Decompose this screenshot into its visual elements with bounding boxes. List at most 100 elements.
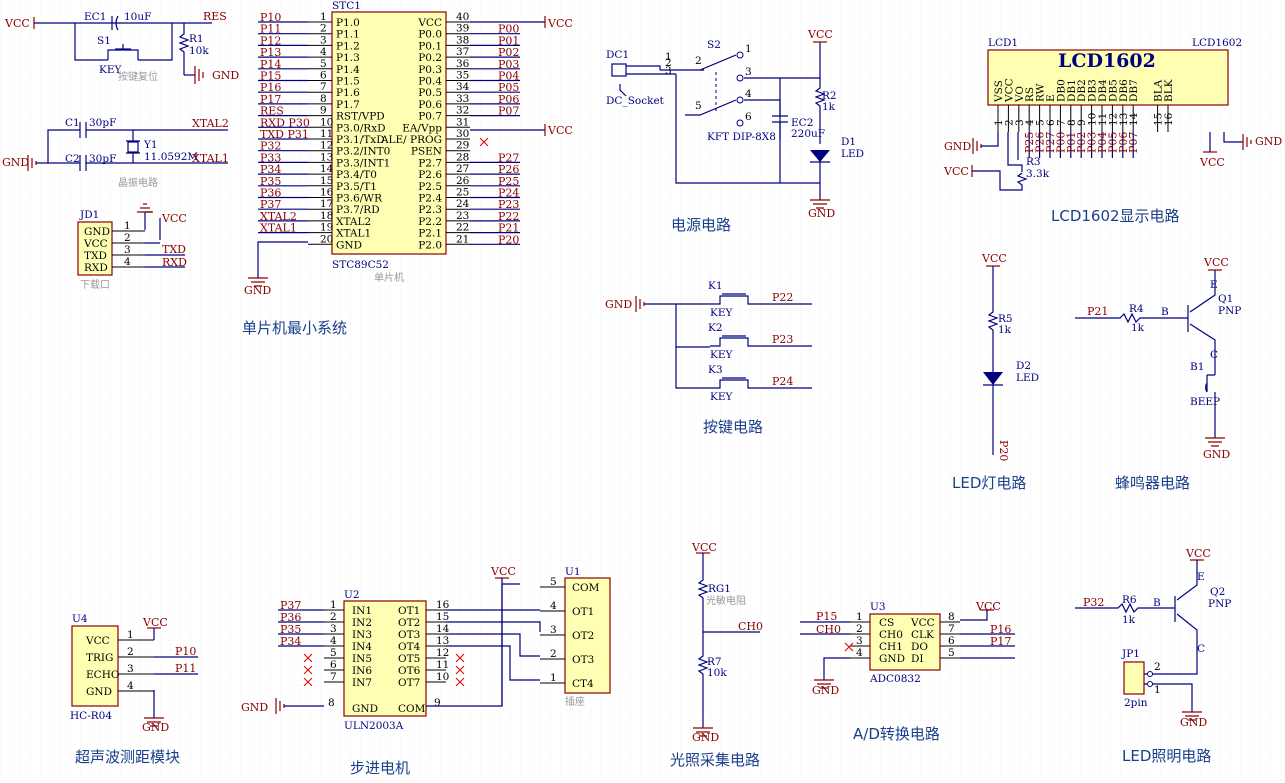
mcu-pin-net: RES bbox=[260, 105, 284, 118]
title-stepper: 步进电机 bbox=[350, 759, 410, 777]
uln-out-name: OT2 bbox=[398, 617, 420, 629]
r6-ref: R6 bbox=[1122, 594, 1137, 606]
lcd-pin-name: DB7 bbox=[1128, 79, 1140, 102]
mcu-pin-name: P1.3 bbox=[336, 52, 360, 64]
gnd-label-light: GND bbox=[692, 731, 719, 744]
svg-text:4: 4 bbox=[745, 88, 752, 100]
lcd-pin-num: 9 bbox=[1076, 119, 1088, 126]
uln-in-name: IN6 bbox=[352, 665, 372, 677]
lcd-pin-net: P06 bbox=[1117, 132, 1130, 153]
adc-ch0-net: CH0 bbox=[816, 623, 841, 636]
lcd-pin-name: DB5 bbox=[1107, 79, 1119, 102]
q1-type: PNP bbox=[1218, 305, 1241, 317]
u3-part: ADC0832 bbox=[869, 673, 921, 685]
u3-body bbox=[869, 613, 941, 671]
section-titles: 单片机最小系统 电源电路 LCD1602显示电路 按键电路 LED灯电路 蜂鸣器… bbox=[75, 207, 1211, 777]
lcd-pin-net: P03 bbox=[1086, 132, 1099, 153]
q2-type: PNP bbox=[1208, 598, 1231, 610]
mcu-pin-net: P20 bbox=[498, 233, 519, 246]
mcu-pin-num: 38 bbox=[456, 34, 469, 46]
mcu-pin-net: XTAL1 bbox=[260, 222, 297, 235]
gnd-label-keys: GND bbox=[605, 298, 632, 311]
uln-out-num: 13 bbox=[436, 635, 449, 647]
uln-out-name: OT5 bbox=[398, 653, 420, 665]
gnd-label-stepper: GND bbox=[241, 701, 268, 714]
crystal-note: 晶振电路 bbox=[118, 176, 158, 189]
switch-part: KFT DIP-8X8 bbox=[707, 131, 776, 143]
mcu-pin-net: P06 bbox=[498, 93, 519, 106]
uln-out-name: OT6 bbox=[398, 665, 421, 677]
u4-body bbox=[71, 625, 119, 707]
ch0-net: CH0 bbox=[738, 620, 763, 633]
title-ultra: 超声波测距模块 bbox=[75, 748, 180, 766]
gnd-label-blk: GND bbox=[1255, 135, 1282, 148]
u1-pin-name: OT1 bbox=[572, 606, 594, 618]
d1-ref: D1 bbox=[841, 136, 856, 148]
u1-pin-num: 1 bbox=[550, 672, 557, 684]
jp1-part: 2pin bbox=[1124, 697, 1148, 709]
vcc-label-bla: VCC bbox=[1199, 156, 1225, 169]
title-buzzer: 蜂鸣器电路 bbox=[1115, 474, 1190, 492]
mcu-pin-num: 36 bbox=[456, 58, 470, 70]
lcd-pin-num: 16 bbox=[1163, 112, 1175, 126]
b1-beep: BEEP bbox=[1190, 396, 1220, 408]
uln-in-num: 3 bbox=[330, 623, 337, 635]
mcu-pin-num: 29 bbox=[456, 140, 469, 152]
lcd-pin-num: 8 bbox=[1066, 119, 1078, 126]
mcu-pin-net: TXD P31 bbox=[260, 128, 309, 141]
mcu-pin-name: P1.6 bbox=[336, 87, 360, 99]
led-circuit: VCC R5 1k D2 LED P20 bbox=[981, 252, 1039, 461]
lcd-pin-num: 3 bbox=[1014, 119, 1026, 126]
mcu-pin-num: 16 bbox=[320, 187, 334, 199]
reset-note: 按键复位 bbox=[118, 70, 158, 83]
mcu-pin-name: P3.6/WR bbox=[336, 193, 383, 205]
q2-b: B bbox=[1153, 597, 1161, 609]
c1-value: 30pF bbox=[89, 117, 116, 129]
mcu-pin-num: 13 bbox=[320, 151, 333, 163]
uln-in-net: P34 bbox=[280, 635, 301, 648]
mcu-pin-net: P21 bbox=[498, 222, 519, 235]
svg-text:2: 2 bbox=[695, 55, 702, 67]
reset-circuit: VCC EC1 10uF S1 KEY 按键复位 R1 10k GND RES bbox=[4, 10, 239, 84]
gnd-label-buzzer: GND bbox=[1203, 448, 1230, 461]
mcu-pin-num: 14 bbox=[320, 163, 334, 175]
vcc-label-ultra: VCC bbox=[142, 616, 168, 629]
uln-in-net: P36 bbox=[280, 611, 301, 624]
mcu-pin-name: VCC bbox=[417, 17, 442, 29]
svg-text:1: 1 bbox=[745, 43, 752, 55]
mcu-pin-num: 19 bbox=[320, 222, 333, 234]
mcu-pin-net: P11 bbox=[260, 23, 281, 36]
jd1-pin-name: TXD bbox=[84, 250, 107, 262]
mcu-pin-name: P0.6 bbox=[418, 99, 442, 111]
adc-right-name: DO bbox=[911, 641, 928, 653]
svg-text:1: 1 bbox=[665, 51, 672, 63]
gnd-label: GND bbox=[212, 69, 239, 82]
mcu-pin-name: P3.1/TxD bbox=[336, 134, 385, 146]
vcc-label-led: VCC bbox=[981, 252, 1007, 265]
mcu-pin-net: P05 bbox=[498, 81, 519, 94]
mcu-pin-net: P32 bbox=[260, 140, 281, 153]
u1-pin-name: COM bbox=[572, 582, 600, 594]
adc-left-name: CH0 bbox=[879, 629, 903, 641]
r6-value: 1k bbox=[1122, 614, 1136, 626]
mcu-pin-name: P0.5 bbox=[418, 87, 442, 99]
ultra-pin-name: ECHO bbox=[86, 669, 120, 681]
mcu-pin-name: P2.6 bbox=[418, 169, 442, 181]
uln-in-num: 5 bbox=[330, 647, 337, 659]
uln-in-num: 7 bbox=[330, 671, 337, 683]
mcu-pin-net: P02 bbox=[498, 46, 519, 59]
svg-text:2: 2 bbox=[665, 57, 672, 69]
gnd-label-2: GND bbox=[2, 156, 29, 169]
mcu-pin-num: 15 bbox=[320, 175, 333, 187]
mcu-pin-net: RXD P30 bbox=[260, 116, 310, 129]
mcu-pin-name: EA/Vpp bbox=[402, 122, 442, 134]
vcc-label-light: VCC bbox=[691, 541, 717, 554]
lighting-net: P32 bbox=[1083, 596, 1104, 609]
d1-led: LED bbox=[841, 148, 864, 160]
mcu-pin-num: 3 bbox=[320, 34, 327, 46]
mcu-pin-net: P23 bbox=[498, 198, 519, 211]
u2-body bbox=[343, 600, 427, 717]
lcd-pin-num: 15 bbox=[1153, 113, 1165, 126]
dc-socket-label: DC_Socket bbox=[606, 95, 665, 107]
